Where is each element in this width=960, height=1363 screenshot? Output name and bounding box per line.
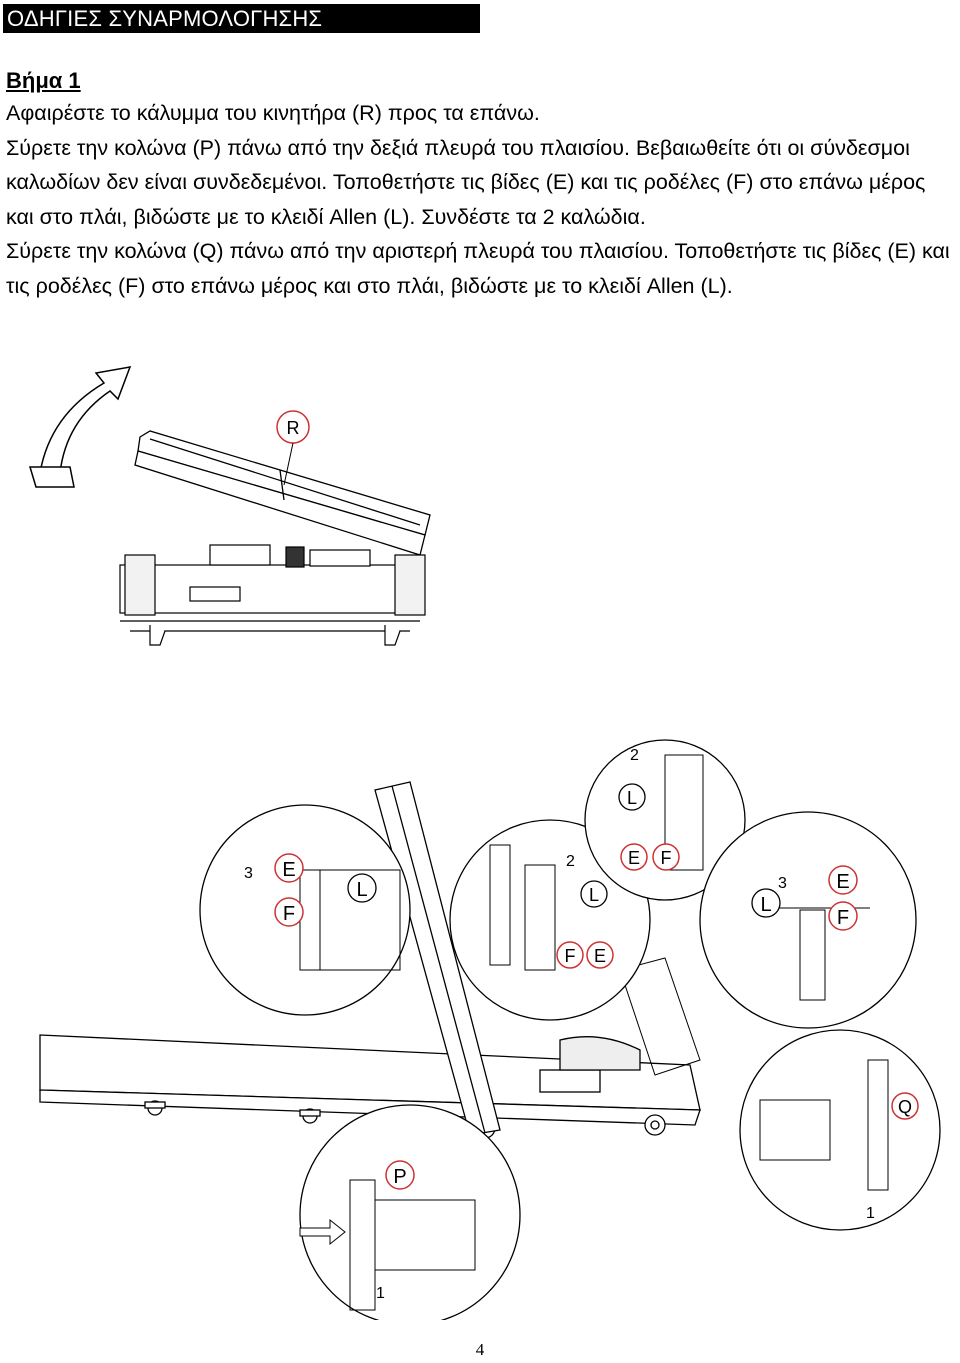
lift-arrow-icon [28,366,132,488]
left-column-q [374,781,501,1136]
detail-middle-e: E [594,946,606,966]
detail-middle: 2 L F E [449,819,651,1021]
detail-top: 2 L E F [584,739,746,901]
detail-left-top-e: E [282,859,295,881]
detail-left-top-l: L [356,879,367,901]
detail-top-e: E [628,848,640,868]
detail-right: 3 L E F [699,811,917,1029]
instruction-line-3: Σύρετε την κολώνα (Q) πάνω από την αριστ… [6,239,950,298]
motor-cover [134,430,431,556]
detail-top-l: L [627,788,637,808]
page-number: 4 [475,1340,485,1359]
treadmill-motor-frame [119,544,426,646]
detail-middle-l: L [589,885,599,905]
detail-bottom-left: P 1 [299,1104,521,1326]
detail-bottom-left-p: P [393,1166,406,1188]
label-r: R [287,418,300,438]
motor-cover-figure: R [0,355,480,685]
column-assembly-diagram: 3 E F L 2 L F E 2 L [39,739,941,1326]
detail-bottom-right: Q 1 [739,1029,941,1231]
detail-bottom-right-q: Q [898,1097,912,1117]
detail-right-num: 3 [778,875,787,892]
detail-right-l: L [760,894,771,916]
column-assembly-figure: 3 E F L 2 L F E 2 L [0,730,960,1326]
motor-cover-diagram: R [28,366,431,646]
header-title: ΟΔΗΓΙΕΣ ΣΥΝΑΡΜΟΛΟΓΗΣΗΣ [7,6,323,31]
detail-top-num: 2 [630,747,639,764]
detail-left-top-num: 3 [244,865,253,882]
page-header: ΟΔΗΓΙΕΣ ΣΥΝΑΡΜΟΛΟΓΗΣΗΣ [3,4,480,33]
instruction-line-2: Σύρετε την κολώνα (P) πάνω από την δεξιά… [6,135,926,229]
step-title: Βήμα 1 [6,68,81,93]
detail-right-e: E [836,871,849,893]
detail-middle-f: F [565,946,576,966]
instruction-line-1: Αφαιρέστε το κάλυμμα του κινητήρα (R) πρ… [6,101,540,125]
detail-bottom-right-num: 1 [866,1205,875,1222]
detail-top-f: F [661,848,672,868]
detail-right-f: F [837,907,849,929]
detail-left-top-f: F [283,903,295,925]
detail-middle-num: 2 [566,853,575,870]
detail-bottom-left-num: 1 [376,1285,385,1302]
right-column-p [619,957,701,1076]
detail-left-top: 3 E F L [199,804,411,1016]
instructions: Αφαιρέστε το κάλυμμα του κινητήρα (R) πρ… [6,96,956,303]
callout-r: R [276,410,310,486]
